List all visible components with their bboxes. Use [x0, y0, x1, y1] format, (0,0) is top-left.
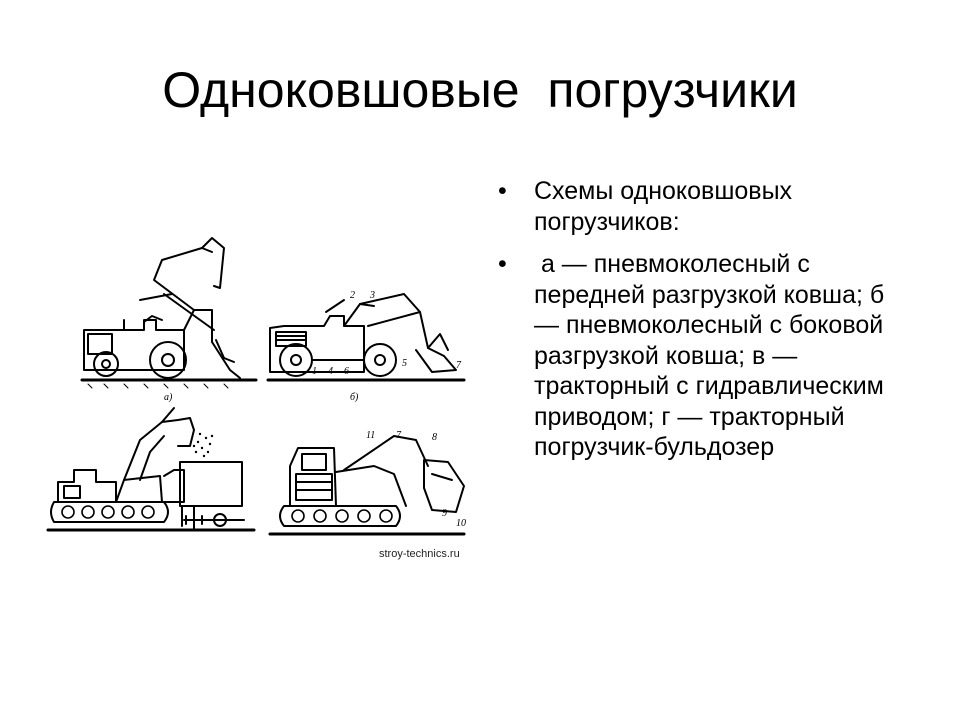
bullet-text: а — пневмоколесный с передней разгрузкой… [534, 250, 892, 461]
scheme-a-wheeled-front-dump [80, 237, 258, 389]
bullet-dot-icon: • [498, 177, 507, 205]
slide-title: Одноковшовые погрузчики [162, 62, 798, 118]
bullet-text: Схемы одноковшовых погрузчиков: [534, 177, 793, 236]
scheme-b-number: 6 [344, 366, 349, 377]
scheme-b-number: 3 [369, 290, 375, 301]
scheme-b-number: 2 [350, 290, 355, 301]
scheme-b-wheeled-side-dump [266, 293, 466, 382]
scheme-g-number: 8 [432, 432, 437, 443]
scheme-g-tracked-loader-bulldozer [268, 435, 466, 536]
scheme-b-number: 1 [312, 366, 317, 377]
scheme-b-number: 5 [402, 358, 407, 369]
scheme-b-number: 7 [456, 360, 462, 371]
bullet-dot-icon: • [498, 250, 507, 278]
scheme-g-number: 11 [366, 430, 375, 441]
scheme-a-label: а) [164, 392, 173, 403]
scheme-g-number: 9 [442, 508, 447, 519]
scheme-g-number: 7 [396, 430, 402, 441]
scheme-g-number: 10 [456, 518, 466, 529]
loader-schemes-drawing: а) б) 2 3 1 4 6 5 7 11 7 8 9 10 stroy-te… [46, 237, 466, 560]
scheme-v-tracked-hydraulic [46, 407, 256, 532]
watermark: stroy-technics.ru [379, 548, 460, 560]
scheme-b-number: 4 [328, 366, 333, 377]
loader-schemes-figure: а) б) 2 3 1 4 6 5 7 11 7 8 9 10 stroy-te… [44, 230, 476, 575]
bullet-item: • а — пневмоколесный с передней разгрузк… [494, 249, 914, 463]
bullet-item: • Схемы одноковшовых погрузчиков: [494, 176, 914, 237]
bullet-list: • Схемы одноковшовых погрузчиков: • а — … [494, 176, 914, 475]
scheme-b-label: б) [350, 392, 359, 403]
